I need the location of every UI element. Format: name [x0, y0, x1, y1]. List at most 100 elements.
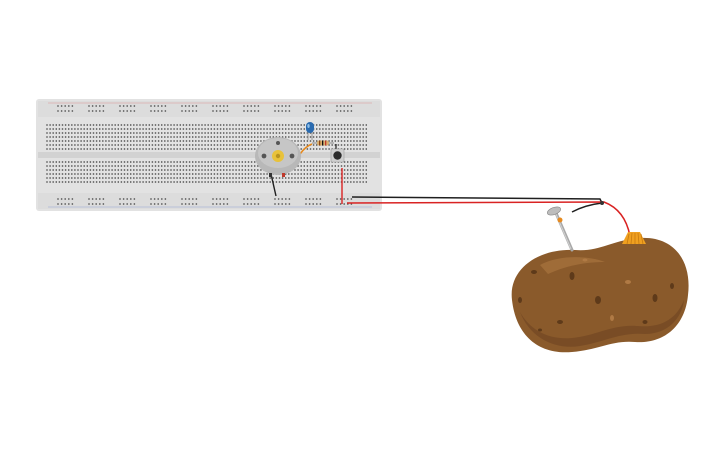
breadboard-hole[interactable]	[353, 144, 355, 146]
breadboard-hole[interactable]	[185, 165, 188, 167]
breadboard-hole[interactable]	[331, 177, 333, 179]
breadboard-hole[interactable]	[207, 148, 209, 150]
breadboard-hole[interactable]	[207, 173, 209, 175]
breadboard-hole[interactable]	[250, 140, 253, 142]
breadboard-hole[interactable]	[182, 136, 185, 138]
breadboard-hole[interactable]	[353, 140, 355, 142]
breadboard-hole[interactable]	[244, 128, 247, 130]
breadboard-hole[interactable]	[260, 181, 262, 183]
breadboard-rail-hole[interactable]	[68, 110, 70, 112]
breadboard-hole[interactable]	[359, 173, 361, 175]
breadboard-rail-hole[interactable]	[181, 105, 183, 107]
breadboard-hole[interactable]	[269, 181, 271, 183]
breadboard-hole[interactable]	[309, 136, 312, 138]
breadboard-hole[interactable]	[331, 165, 333, 167]
breadboard-hole[interactable]	[188, 132, 191, 134]
breadboard-hole[interactable]	[154, 165, 157, 167]
breadboard-hole[interactable]	[120, 148, 123, 150]
breadboard-rail-hole[interactable]	[122, 198, 125, 200]
breadboard-hole[interactable]	[235, 165, 237, 167]
breadboard-hole[interactable]	[157, 161, 160, 163]
breadboard-hole[interactable]	[92, 140, 95, 142]
breadboard-hole[interactable]	[164, 140, 166, 142]
breadboard-hole[interactable]	[316, 124, 318, 126]
breadboard-hole[interactable]	[105, 136, 107, 138]
breadboard-hole[interactable]	[235, 148, 237, 150]
breadboard-hole[interactable]	[188, 181, 191, 183]
breadboard-hole[interactable]	[167, 148, 169, 150]
breadboard-hole[interactable]	[64, 177, 67, 179]
breadboard-hole[interactable]	[309, 148, 312, 150]
breadboard-hole[interactable]	[136, 144, 138, 146]
breadboard-hole[interactable]	[145, 173, 147, 175]
breadboard-hole[interactable]	[49, 165, 51, 167]
breadboard-hole[interactable]	[353, 124, 355, 126]
breadboard-hole[interactable]	[83, 136, 85, 138]
breadboard-hole[interactable]	[139, 136, 141, 138]
breadboard-hole[interactable]	[151, 144, 154, 146]
breadboard-hole[interactable]	[192, 161, 194, 163]
breadboard-hole[interactable]	[322, 169, 324, 171]
breadboard-rail-hole[interactable]	[150, 105, 152, 107]
breadboard-hole[interactable]	[291, 177, 293, 179]
breadboard-hole[interactable]	[204, 128, 206, 130]
breadboard-hole[interactable]	[182, 161, 185, 163]
breadboard-hole[interactable]	[83, 165, 85, 167]
breadboard-hole[interactable]	[247, 140, 250, 142]
breadboard-rail-hole[interactable]	[257, 198, 260, 200]
breadboard-hole[interactable]	[108, 181, 110, 183]
breadboard-hole[interactable]	[350, 144, 352, 146]
breadboard-hole[interactable]	[154, 140, 157, 142]
breadboard-hole[interactable]	[281, 181, 284, 183]
breadboard-hole[interactable]	[328, 132, 330, 134]
breadboard-hole[interactable]	[139, 144, 141, 146]
breadboard-hole[interactable]	[61, 161, 64, 163]
breadboard-hole[interactable]	[257, 136, 259, 138]
breadboard-hole[interactable]	[303, 173, 305, 175]
breadboard-hole[interactable]	[219, 181, 222, 183]
breadboard-rail-hole[interactable]	[64, 203, 66, 205]
breadboard-hole[interactable]	[319, 169, 321, 171]
breadboard-hole[interactable]	[216, 169, 219, 171]
breadboard-rail-hole[interactable]	[68, 203, 70, 205]
breadboard-hole[interactable]	[154, 181, 157, 183]
breadboard-hole[interactable]	[148, 132, 150, 134]
breadboard-rail-hole[interactable]	[305, 198, 307, 200]
breadboard-hole[interactable]	[173, 128, 175, 130]
breadboard-hole[interactable]	[114, 181, 116, 183]
breadboard-hole[interactable]	[192, 124, 194, 126]
breadboard-hole[interactable]	[136, 181, 138, 183]
breadboard-hole[interactable]	[117, 169, 119, 171]
breadboard-hole[interactable]	[229, 136, 231, 138]
breadboard-hole[interactable]	[80, 140, 82, 142]
breadboard-hole[interactable]	[260, 136, 262, 138]
breadboard-hole[interactable]	[247, 136, 250, 138]
breadboard-hole[interactable]	[319, 177, 321, 179]
breadboard-hole[interactable]	[312, 161, 315, 163]
breadboard-rail-hole[interactable]	[250, 110, 252, 112]
wire-black-motor-lead[interactable]	[270, 173, 277, 197]
breadboard-hole[interactable]	[204, 161, 206, 163]
breadboard-hole[interactable]	[347, 124, 349, 126]
breadboard-hole[interactable]	[120, 181, 123, 183]
breadboard-hole[interactable]	[226, 169, 228, 171]
breadboard-hole[interactable]	[99, 173, 101, 175]
breadboard-hole[interactable]	[179, 136, 181, 138]
breadboard-hole[interactable]	[74, 181, 76, 183]
breadboard-hole[interactable]	[126, 132, 129, 134]
breadboard-hole[interactable]	[142, 148, 144, 150]
breadboard-hole[interactable]	[201, 161, 203, 163]
breadboard-hole[interactable]	[201, 124, 203, 126]
pushbutton[interactable]	[330, 148, 345, 163]
breadboard-rail-hole[interactable]	[122, 110, 125, 112]
breadboard-hole[interactable]	[210, 136, 212, 138]
breadboard-hole[interactable]	[151, 173, 154, 175]
breadboard-hole[interactable]	[117, 181, 119, 183]
breadboard-hole[interactable]	[365, 124, 367, 126]
breadboard-hole[interactable]	[359, 132, 361, 134]
breadboard-hole[interactable]	[170, 173, 172, 175]
breadboard-hole[interactable]	[254, 136, 256, 138]
breadboard-hole[interactable]	[213, 132, 216, 134]
breadboard-hole[interactable]	[58, 132, 61, 134]
breadboard-rail-hole[interactable]	[181, 203, 183, 205]
